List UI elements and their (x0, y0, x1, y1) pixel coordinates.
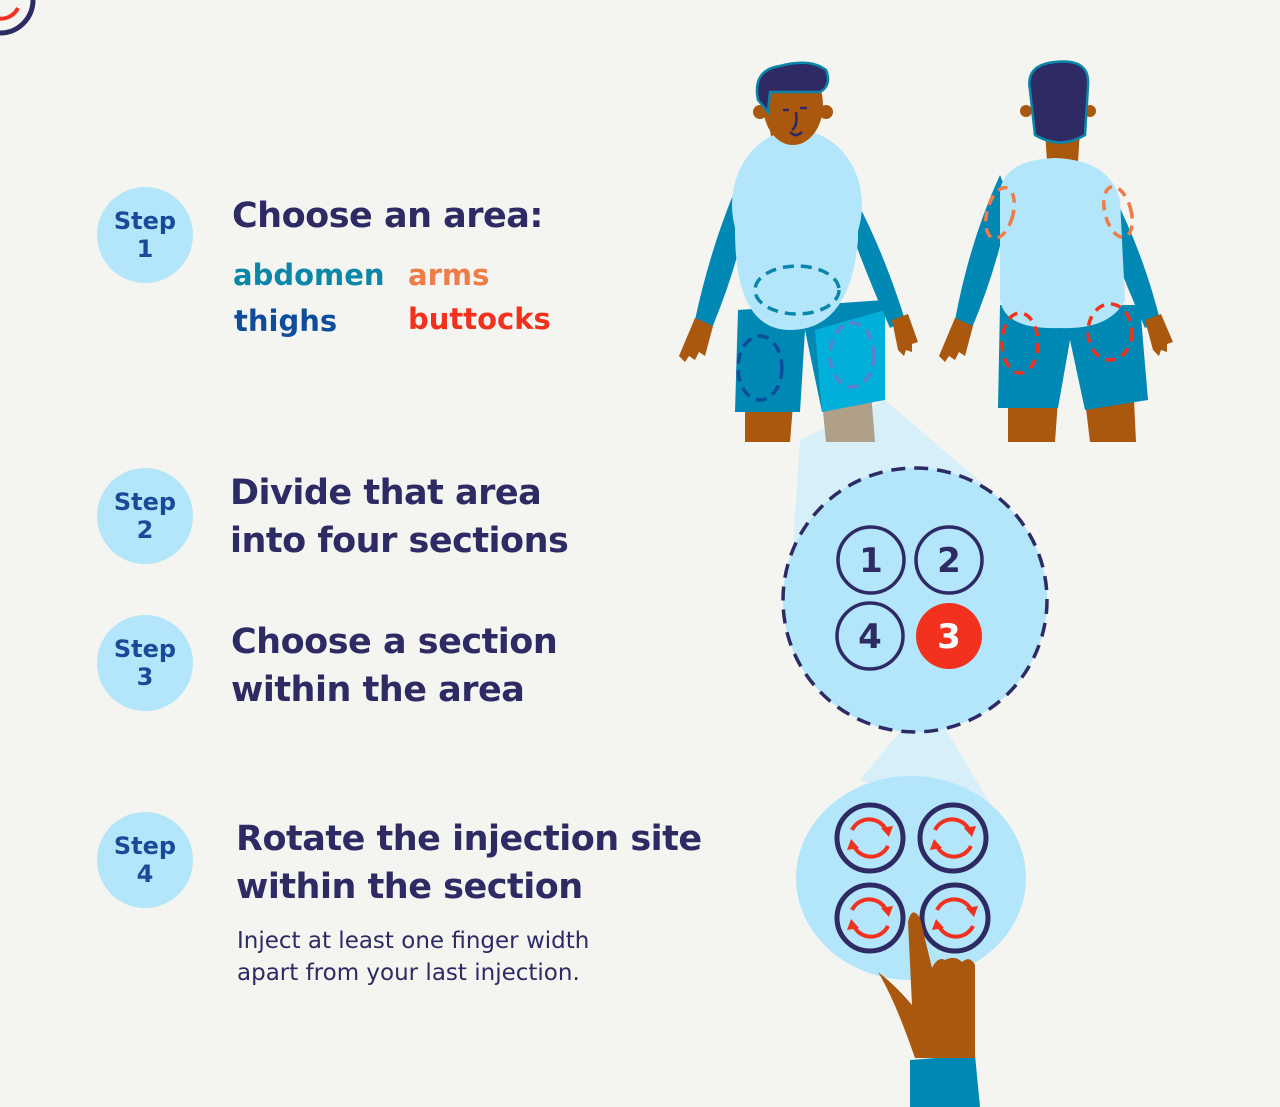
section-3-selected: 3 (916, 603, 982, 669)
step-2-badge: Step 2 (97, 468, 193, 564)
section-number: 1 (859, 541, 883, 581)
section-number: 3 (937, 617, 961, 657)
buttock-zone (1000, 311, 1040, 375)
section-1: 1 (836, 525, 906, 595)
injection-note: Inject at least one finger width apart f… (237, 925, 589, 989)
thigh-zone (828, 321, 876, 389)
area-abdomen: abdomen (233, 258, 385, 292)
step-3-heading: Choose a section within the area (231, 618, 558, 714)
step-label: Step (113, 832, 177, 860)
step-label: Step (113, 635, 177, 663)
section-number: 4 (858, 617, 882, 657)
rotate-icon (0, 0, 36, 36)
pointing-hand (878, 912, 980, 1107)
heading-line: into four sections (230, 521, 569, 561)
thigh-zone (736, 334, 784, 402)
step-number: 1 (136, 235, 154, 263)
four-sections-zoom: 1 2 4 3 (781, 466, 1049, 734)
section-number: 2 (937, 541, 961, 581)
step-number: 4 (136, 860, 154, 888)
buttock-zone (1086, 302, 1134, 362)
step-1-heading: Choose an area: (232, 192, 543, 240)
step-1-badge: Step 1 (97, 187, 193, 283)
heading-line: within the section (236, 867, 583, 907)
step-2-heading: Divide that area into four sections (230, 469, 569, 565)
heading-line: Rotate the injection site (236, 819, 702, 859)
note-line: Inject at least one finger width (237, 928, 590, 954)
heading-line: Divide that area (230, 473, 542, 513)
note-line: apart from your last injection. (237, 960, 580, 986)
step-number: 3 (136, 663, 154, 691)
section-2: 2 (914, 525, 984, 595)
front-figure (679, 61, 918, 442)
heading-line: Choose an area: (232, 196, 543, 236)
step-label: Step (113, 207, 177, 235)
back-figure (939, 60, 1173, 442)
step-label: Step (113, 488, 177, 516)
step-number: 2 (136, 516, 154, 544)
arm-zone (1102, 184, 1134, 240)
arm-zone (984, 185, 1016, 241)
abdomen-zone (753, 264, 841, 316)
heading-line: within the area (231, 670, 525, 710)
step-3-badge: Step 3 (97, 615, 193, 711)
section-4: 4 (835, 601, 905, 671)
area-thighs: thighs (234, 304, 338, 338)
rotation-zoom (0, 0, 1026, 1107)
area-arms: arms (408, 258, 490, 292)
area-buttocks: buttocks (408, 302, 551, 336)
step-4-badge: Step 4 (97, 812, 193, 908)
heading-line: Choose a section (231, 622, 558, 662)
step-4-heading: Rotate the injection site within the sec… (236, 815, 702, 911)
